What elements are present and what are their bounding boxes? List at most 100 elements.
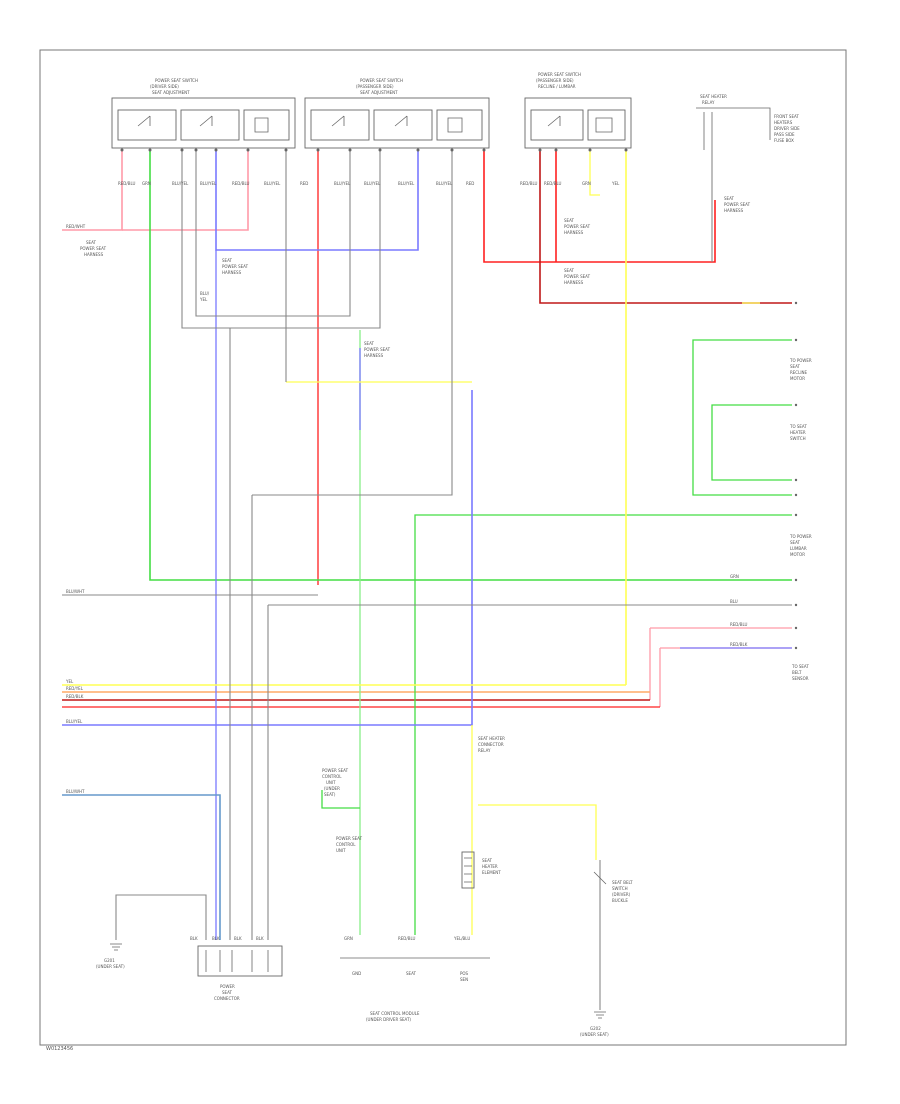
belt-switch-3: (DRIVER) xyxy=(612,892,631,897)
right-labels: TO POWER SEAT RECLINE MOTOR TO SEAT HEAT… xyxy=(789,358,812,681)
code-top-16: YEL xyxy=(611,181,620,186)
note-ur-3: HARNESS xyxy=(564,230,584,235)
code-top-7: RED xyxy=(300,181,308,186)
terminal-pin-11 xyxy=(416,148,420,152)
edge-terminal-6 xyxy=(794,513,798,517)
rl-4-3: SENSOR xyxy=(792,676,809,681)
terminal-pin-8 xyxy=(316,148,320,152)
terminal-pin-15 xyxy=(554,148,558,152)
rl-1-1: TO POWER xyxy=(789,358,812,363)
note-ur2-3: HARNESS xyxy=(564,280,584,285)
power-seat-control-unit: POWER SEAT CONTROL UNIT (UNDER SEAT) POW… xyxy=(322,768,363,853)
rl-4-2: BELT xyxy=(792,670,802,675)
heater-label-2: HEATER xyxy=(482,864,498,869)
ground-right-1: G202 xyxy=(590,1026,601,1031)
rl-3-1: TO POWER xyxy=(789,534,812,539)
relay-note-4: PASS SIDE xyxy=(774,132,795,137)
wire-pink-right-2 xyxy=(659,647,792,707)
code-left-5: RED/BLK xyxy=(66,694,84,699)
wire-gray-9 xyxy=(115,894,207,940)
note-ml-1: BLU/ xyxy=(200,291,210,296)
wire-yellow-lower xyxy=(471,725,597,935)
pscu-sub-2: CONTROL xyxy=(336,842,356,847)
module-title-1: SEAT CONTROL MODULE xyxy=(370,1011,420,1016)
code-top-3: BLU/YEL xyxy=(172,181,189,186)
code-top-5: RED/BLU xyxy=(232,181,250,186)
switch-block-center: POWER SEAT SWITCH (PASSENGER SIDE) SEAT … xyxy=(304,78,490,149)
code-top-14: RED/BLU xyxy=(544,181,562,186)
switch-left-title-2: (DRIVER SIDE) xyxy=(150,84,179,89)
pscu-sub-1: POWER SEAT xyxy=(336,836,363,841)
relay-block: SEAT HEATER RELAY FRONT SEAT HEATERS DRI… xyxy=(696,94,800,213)
note-c2-3: HARNESS xyxy=(364,353,384,358)
switch-right-title-2: (PASSENGER SIDE) xyxy=(536,78,574,83)
seat-belt-switch: SEAT BELT SWITCH (DRIVER) BUCKLE G202 (U… xyxy=(580,871,633,1037)
wire-yellow-relay xyxy=(589,150,600,196)
seat-heater-element: SEAT HEATER ELEMENT xyxy=(461,851,501,889)
code-bot-5: GRN xyxy=(344,936,353,941)
switch-left-title-3: SEAT ADJUSTMENT xyxy=(152,90,190,95)
pscu-label-5: SEAT) xyxy=(324,792,336,797)
bottom-wire-codes: BLK BLK BLK BLK GRN RED/BLU YEL/BLU xyxy=(190,936,470,941)
code-left-1: RED/WHT xyxy=(66,224,86,229)
pin-dots xyxy=(120,148,798,650)
code-top-12: RED xyxy=(466,181,474,186)
note-ur2-1: SEAT xyxy=(564,268,574,273)
seat-control-module: GND SEAT POS SEN SEAT CONTROL MODULE (UN… xyxy=(340,957,490,1022)
edge-terminal-4 xyxy=(794,478,798,482)
code-top-2: GRN xyxy=(142,181,151,186)
terminal-pin-10 xyxy=(378,148,382,152)
relay-title-2: RELAY xyxy=(702,100,715,105)
rl-3-3: LUMBAR xyxy=(790,546,807,551)
wire-green-lower xyxy=(321,790,360,809)
module-pin-2: SEAT xyxy=(406,971,416,976)
relay-title-1: SEAT HEATER xyxy=(700,94,727,99)
relay-side-3: HARNESS xyxy=(724,208,744,213)
module-title-2: (UNDER DRIVER SEAT) xyxy=(366,1017,411,1022)
code-left-2: BLU/WHT xyxy=(66,589,85,594)
wire-gray-1 xyxy=(181,150,381,329)
code-bot-3: BLK xyxy=(234,936,242,941)
rl-2-2: HEATER xyxy=(790,430,806,435)
note-heat-1: SEAT HEATER xyxy=(478,736,505,741)
wire-blue-bus xyxy=(62,390,473,726)
ground-left-2: (UNDER SEAT) xyxy=(96,964,125,969)
code-bot-1: BLK xyxy=(190,936,198,941)
diagram-border xyxy=(39,49,847,1046)
pscu-label-2: CONTROL xyxy=(322,774,342,779)
module-pin-3: POS xyxy=(460,971,469,976)
relay-side-1: SEAT xyxy=(724,196,734,201)
power-seat-connector: POWER SEAT CONNECTOR xyxy=(197,945,283,1001)
note-ur-1: SEAT xyxy=(564,218,574,223)
terminal-pin-17 xyxy=(624,148,628,152)
pscu-label-1: POWER SEAT xyxy=(322,768,349,773)
edge-terminal-7 xyxy=(794,578,798,582)
rl-1-3: RECLINE xyxy=(790,370,808,375)
code-top-8: BLU/YEL xyxy=(334,181,351,186)
edge-terminal-9 xyxy=(794,626,798,630)
rl-3-2: SEAT xyxy=(790,540,800,545)
rl-4-1: TO SEAT xyxy=(791,664,809,669)
edge-terminal-5 xyxy=(794,493,798,497)
code-top-15: GRN xyxy=(582,181,591,186)
code-top-1: RED/BLU xyxy=(118,181,136,186)
code-left-7: BLU/WHT xyxy=(66,789,85,794)
code-right-1: GRN xyxy=(730,574,739,579)
wire-darkred-right xyxy=(539,150,792,304)
rl-3-4: MOTOR xyxy=(790,552,805,557)
code-top-9: BLU/YEL xyxy=(364,181,381,186)
terminal-pin-7 xyxy=(284,148,288,152)
right-wire-codes: GRN BLU RED/BLU RED/BLK xyxy=(730,574,748,647)
code-bot-7: YEL/BLU xyxy=(453,936,470,941)
top-wire-codes: RED/BLU GRN BLU/YEL BLU/YEL RED/BLU BLU/… xyxy=(118,181,620,186)
terminal-pin-3 xyxy=(180,148,184,152)
note-mc-2: POWER SEAT xyxy=(222,264,249,269)
edge-terminal-10 xyxy=(794,646,798,650)
switch-center-title-1: POWER SEAT SWITCH xyxy=(360,78,403,83)
wire-green-left xyxy=(149,150,792,581)
switch-center-title-2: (PASSENGER SIDE) xyxy=(356,84,394,89)
pscu-label-3: UNIT xyxy=(326,780,336,785)
relay-note-1: FRONT SEAT xyxy=(774,114,799,119)
terminal-pin-5 xyxy=(214,148,218,152)
